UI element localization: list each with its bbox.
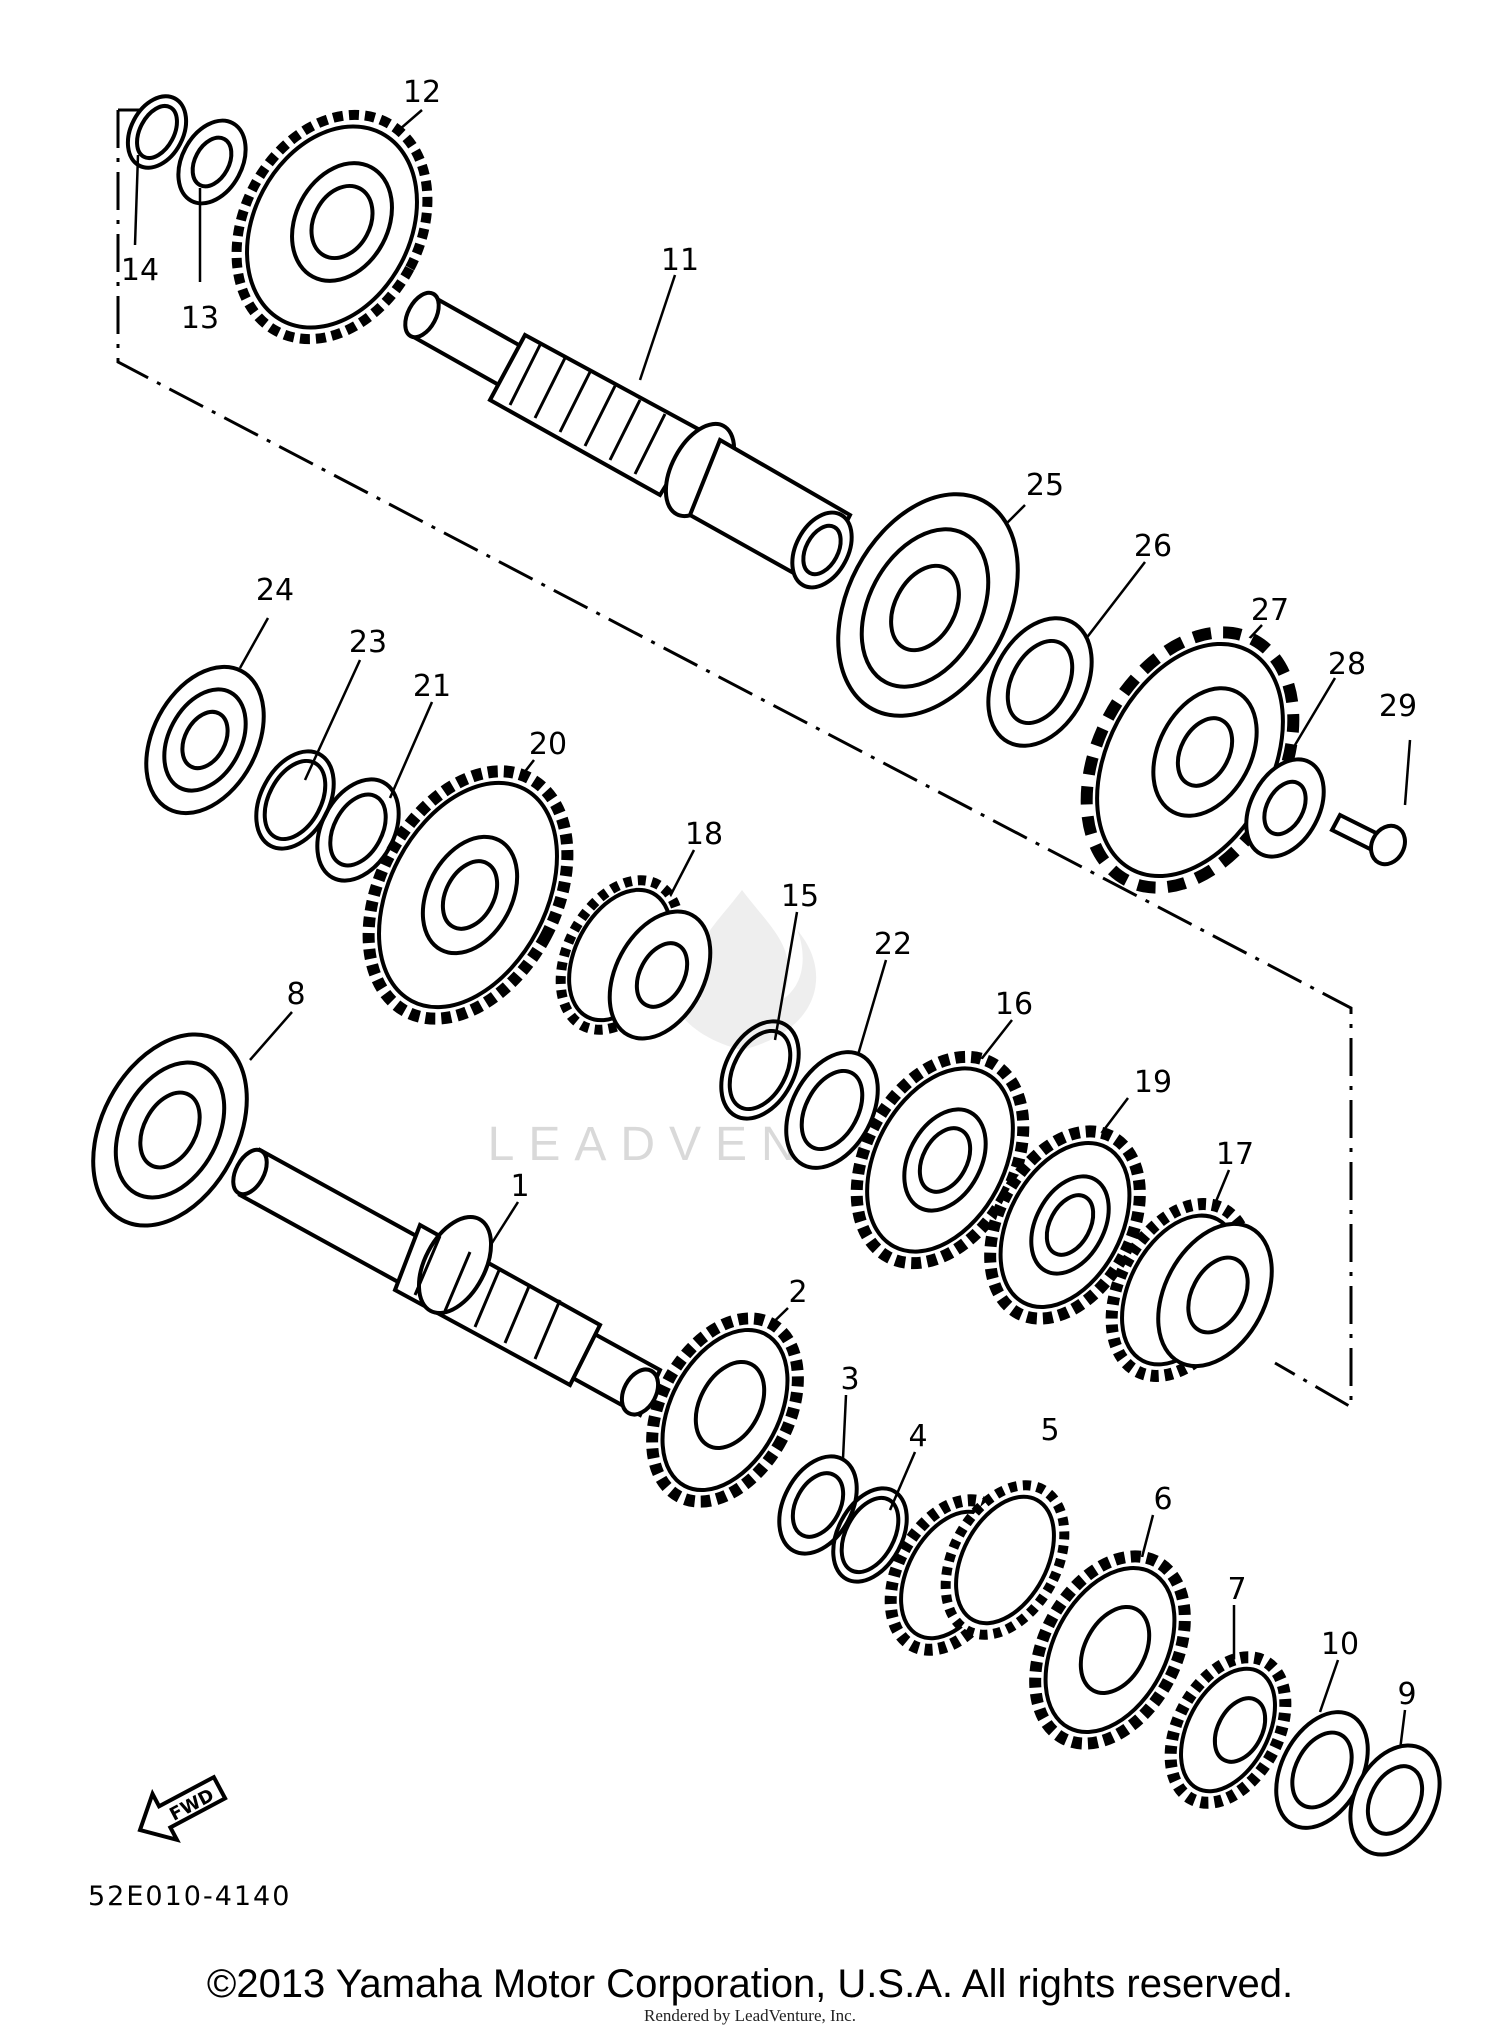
label-19: 19: [1134, 1065, 1172, 1100]
part-17-gear: [1105, 1198, 1274, 1382]
label-4: 4: [908, 1419, 927, 1454]
label-3: 3: [840, 1362, 859, 1397]
label-2: 2: [788, 1275, 807, 1310]
part-1-drive-axle: [231, 1147, 663, 1418]
label-14: 14: [121, 253, 159, 288]
part-14-circlip: [125, 94, 189, 170]
part-18-gear: [555, 875, 713, 1041]
label-29: 29: [1379, 689, 1417, 724]
label-28: 28: [1328, 647, 1366, 682]
part-13-washer: [176, 118, 248, 206]
label-11: 11: [661, 243, 699, 278]
part-12-gear: [231, 109, 433, 345]
label-21: 21: [413, 669, 451, 704]
label-8: 8: [286, 977, 305, 1012]
part-20-gear: [362, 765, 574, 1025]
part-24-bearing: [144, 664, 266, 816]
label-25: 25: [1026, 468, 1064, 503]
part-25-bearing: [836, 492, 1020, 718]
label-13: 13: [181, 301, 219, 336]
part-27-drive-sprocket: [1080, 626, 1300, 894]
label-15: 15: [781, 879, 819, 914]
part-15-circlip: [719, 1019, 801, 1121]
part-26-oil-seal: [986, 616, 1094, 748]
part-29-bolt: [1329, 812, 1407, 867]
label-24: 24: [256, 573, 294, 608]
part-4-circlip: [831, 1486, 909, 1584]
label-9: 9: [1397, 1677, 1416, 1712]
part-19-gear: [984, 1125, 1146, 1325]
part-6-gear: [1029, 1550, 1191, 1750]
fwd-arrow-icon: FWD: [137, 1774, 228, 1843]
label-5: 5: [1040, 1413, 1059, 1448]
part-3-washer: [777, 1454, 859, 1556]
label-12: 12: [403, 75, 441, 110]
part-5-gear: [884, 1480, 1070, 1656]
part-8-bearing: [91, 1032, 249, 1228]
label-7: 7: [1227, 1572, 1246, 1607]
part-16-gear: [850, 1050, 1030, 1270]
label-17: 17: [1216, 1137, 1254, 1172]
assembly-frame: [116, 108, 1353, 1410]
label-18: 18: [685, 817, 723, 852]
label-6: 6: [1153, 1482, 1172, 1517]
part-7-gear: [1164, 1651, 1292, 1809]
label-27: 27: [1251, 593, 1289, 628]
part-28-lock-washer: [1244, 757, 1326, 859]
part-11-main-axle: [403, 290, 854, 590]
label-1: 1: [510, 1169, 529, 1204]
label-26: 26: [1134, 529, 1172, 564]
rendered-by-notice: Rendered by LeadVenture, Inc.: [644, 2006, 856, 2025]
label-10: 10: [1321, 1627, 1359, 1662]
label-16: 16: [995, 987, 1033, 1022]
copyright-notice: ©2013 Yamaha Motor Corporation, U.S.A. A…: [206, 1962, 1294, 2006]
label-23: 23: [349, 625, 387, 660]
part-9-oil-seal: [1348, 1743, 1442, 1857]
label-22: 22: [874, 927, 912, 962]
part-22-washer: [784, 1050, 880, 1170]
diagram-code: 52E010-4140: [88, 1881, 291, 1912]
part-labels: 12 14 13 11 25 26 27 28 29 24 23 21 20 1…: [121, 75, 1417, 1712]
label-20: 20: [529, 727, 567, 762]
part-2-gear: [646, 1312, 804, 1508]
